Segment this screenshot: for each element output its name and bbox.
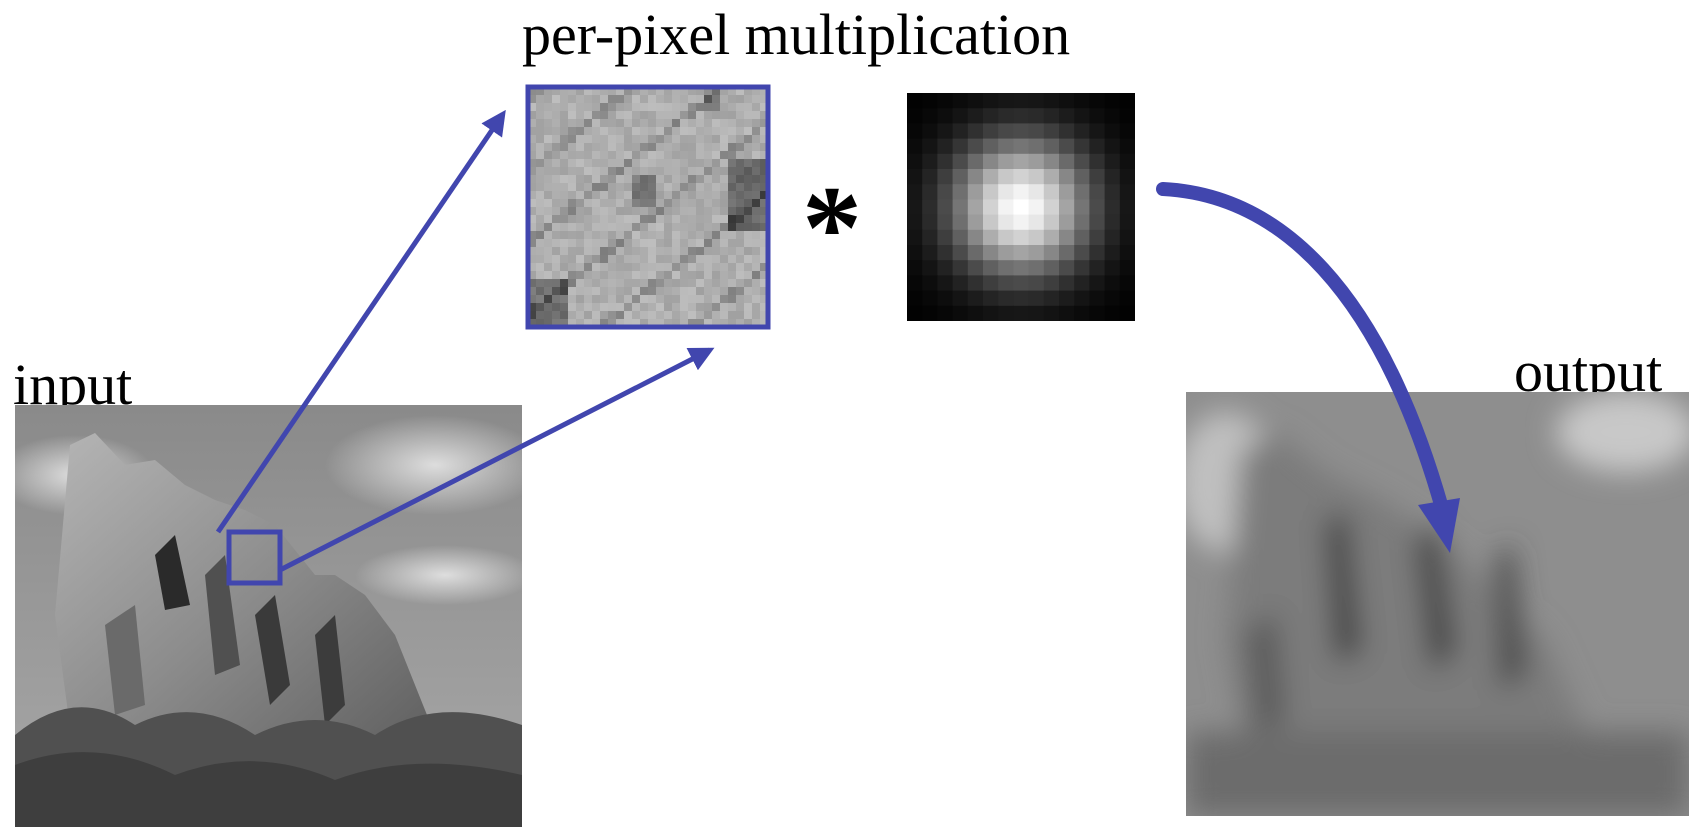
- zoomed-patch-pixels: [528, 87, 768, 327]
- title-label: per-pixel multiplication: [522, 2, 1071, 67]
- output-image: [1186, 392, 1689, 816]
- multiply-operator: *: [802, 161, 862, 294]
- output-image-drawing: [1186, 392, 1689, 816]
- gaussian-kernel-pixels: [907, 93, 1135, 321]
- input-image-drawing: [15, 405, 522, 827]
- input-label: input: [13, 352, 133, 417]
- input-image: [15, 405, 522, 827]
- gaussian-kernel-image: [907, 93, 1135, 321]
- output-label: output: [1514, 339, 1663, 404]
- zoomed-patch-image: [528, 87, 768, 327]
